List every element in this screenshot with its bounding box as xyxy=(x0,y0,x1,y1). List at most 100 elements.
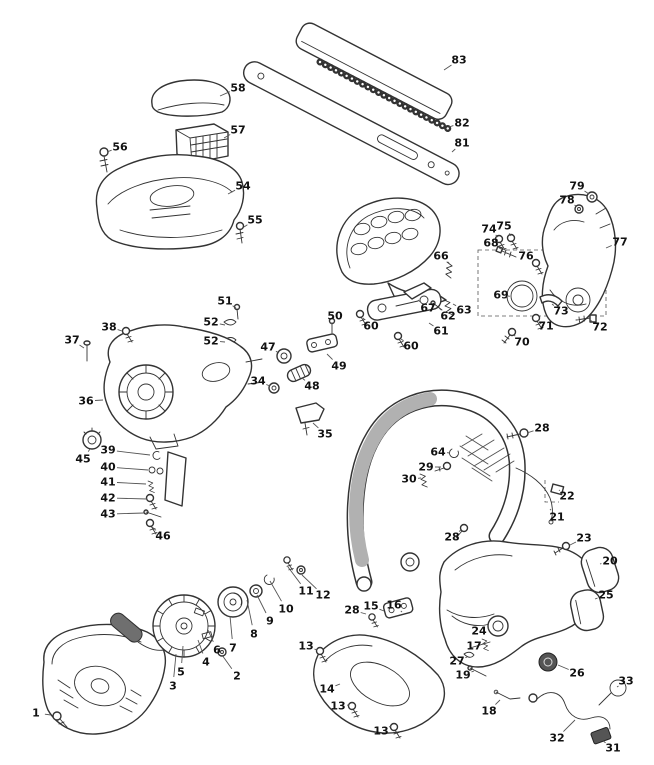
part-label-40: 40 xyxy=(100,461,116,474)
leader-68 xyxy=(498,247,502,250)
guide-bar xyxy=(242,61,460,186)
engine-top-cover xyxy=(95,154,245,250)
part-label-28: 28 xyxy=(534,422,549,435)
leader-5 xyxy=(181,645,184,664)
part-label-47: 47 xyxy=(260,341,275,354)
washers-40 xyxy=(148,466,164,475)
leader-81 xyxy=(451,148,456,153)
part-label-33: 33 xyxy=(618,675,633,688)
leader-12 xyxy=(301,574,317,590)
leader-71 xyxy=(537,319,540,321)
spring-30 xyxy=(419,473,428,488)
post-2 xyxy=(217,647,227,657)
part-label-27: 27 xyxy=(449,655,464,668)
part-label-52: 52 xyxy=(203,316,218,329)
leader-46 xyxy=(151,526,157,531)
part-label-45: 45 xyxy=(75,453,90,466)
leader-75 xyxy=(508,233,512,237)
brake-lever-67 xyxy=(403,282,432,300)
leader-49 xyxy=(326,353,333,360)
leader-19 xyxy=(471,670,475,673)
part-label-50: 50 xyxy=(327,310,343,323)
leader-57 xyxy=(223,134,231,139)
front-handle xyxy=(346,389,526,592)
leader-28 xyxy=(526,430,534,434)
leader-17 xyxy=(482,642,486,645)
screw-42 xyxy=(145,493,158,510)
leader-14 xyxy=(335,683,341,687)
part-label-57: 57 xyxy=(230,124,245,137)
part-label-66: 66 xyxy=(433,250,449,263)
leader-18 xyxy=(495,699,501,705)
part-label-60: 60 xyxy=(403,340,419,353)
fuel-line-21 xyxy=(515,467,554,525)
part-label-21: 21 xyxy=(549,511,564,524)
clamp-plate-15-16 xyxy=(382,597,414,619)
part-label-43: 43 xyxy=(100,508,115,521)
leader-3 xyxy=(173,653,177,678)
leader-34 xyxy=(266,384,271,387)
screw-75 xyxy=(506,233,519,250)
part-label-81: 81 xyxy=(454,137,469,150)
part-label-19: 19 xyxy=(455,669,470,682)
screw-29 xyxy=(434,461,452,472)
leader-47 xyxy=(275,350,280,354)
leader-21 xyxy=(549,508,552,511)
worm-gear-48 xyxy=(286,363,312,383)
leader-6 xyxy=(207,629,214,642)
leader-40 xyxy=(116,467,149,471)
part-label-10: 10 xyxy=(278,603,294,616)
part-label-2: 2 xyxy=(233,670,241,683)
part-label-17: 17 xyxy=(466,640,481,653)
part-label-31: 31 xyxy=(605,742,620,755)
part-label-55: 55 xyxy=(247,214,262,227)
leader-32 xyxy=(563,719,576,732)
elbow-22 xyxy=(544,480,565,503)
part-label-83: 83 xyxy=(451,54,466,67)
part-label-5: 5 xyxy=(177,666,185,679)
leader-50 xyxy=(331,322,333,325)
part-label-14: 14 xyxy=(319,683,335,696)
leader-78 xyxy=(574,204,577,207)
part-label-42: 42 xyxy=(100,492,115,505)
ignition-wire xyxy=(528,692,611,730)
spring-66 xyxy=(442,261,456,279)
part-label-74: 74 xyxy=(481,223,497,236)
part-label-60: 60 xyxy=(363,320,379,333)
part-label-26: 26 xyxy=(569,667,585,680)
wire-loop-33 xyxy=(598,679,627,706)
leader-16 xyxy=(400,610,403,613)
leader-1 xyxy=(44,713,52,716)
screw-56 xyxy=(99,147,109,173)
leader-36 xyxy=(94,399,104,401)
part-label-54: 54 xyxy=(235,180,251,193)
part-label-35: 35 xyxy=(317,428,332,441)
leader-4 xyxy=(197,639,204,654)
part-label-77: 77 xyxy=(612,236,627,249)
part-label-13: 13 xyxy=(373,725,388,738)
part-label-7: 7 xyxy=(229,642,237,655)
leader-41 xyxy=(116,482,147,485)
part-label-71: 71 xyxy=(538,320,553,333)
leader-55 xyxy=(243,224,248,228)
saw-chain xyxy=(316,58,457,135)
leader-58 xyxy=(219,91,230,97)
part-label-3: 3 xyxy=(169,680,177,693)
leader-2 xyxy=(221,654,233,669)
rope-pulley xyxy=(217,586,249,618)
clip-27 xyxy=(463,651,475,658)
leader-60 xyxy=(400,338,404,342)
screw-76 xyxy=(531,258,544,275)
air-filter xyxy=(175,123,229,164)
leader-31 xyxy=(602,740,606,744)
part-label-39: 39 xyxy=(100,444,115,457)
cap-26 xyxy=(538,652,558,672)
flywheel xyxy=(152,594,216,658)
air-filter-cover xyxy=(151,79,231,117)
brake-band-73 xyxy=(539,294,563,307)
leader-37 xyxy=(79,344,85,349)
washer-9 xyxy=(249,584,263,598)
leader-13 xyxy=(388,725,392,728)
part-label-56: 56 xyxy=(112,141,128,154)
handle-rubber-grip xyxy=(349,392,437,567)
